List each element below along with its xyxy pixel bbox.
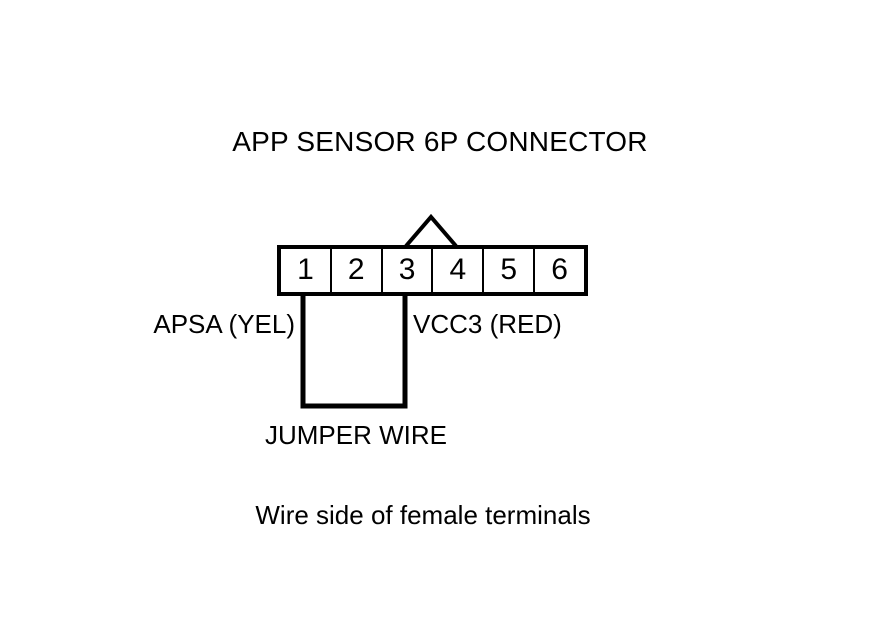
footer-note: Wire side of female terminals — [255, 500, 591, 530]
diagram-title: APP SENSOR 6P CONNECTOR — [232, 126, 648, 157]
pin-number-3: 3 — [398, 252, 416, 286]
pin-cell-4[interactable]: 4 — [431, 249, 482, 292]
connector-locking-tab-icon — [403, 212, 459, 248]
pin-number-1: 1 — [297, 252, 314, 286]
pin-number-6: 6 — [551, 252, 568, 286]
pin-number-2: 2 — [347, 252, 365, 286]
pin-cell-1[interactable]: 1 — [281, 249, 330, 292]
pin-cell-5[interactable]: 5 — [482, 249, 533, 292]
pin-cell-3[interactable]: 3 — [380, 249, 432, 292]
pin-cell-6[interactable]: 6 — [533, 249, 584, 292]
wire-label-apsa: APSA (YEL) — [153, 309, 295, 339]
pin-number-5: 5 — [500, 252, 518, 286]
connector-assembly: 1 2 3 4 5 6 — [277, 212, 589, 298]
connector-pin-row: 1 2 3 4 5 6 — [277, 245, 588, 296]
jumper-wire-path — [298, 294, 410, 410]
wire-label-vcc3: VCC3 (RED) — [413, 309, 562, 339]
pin-number-4: 4 — [449, 252, 467, 286]
jumper-wire-caption: JUMPER WIRE — [265, 420, 447, 450]
pin-cell-2[interactable]: 2 — [329, 249, 381, 292]
